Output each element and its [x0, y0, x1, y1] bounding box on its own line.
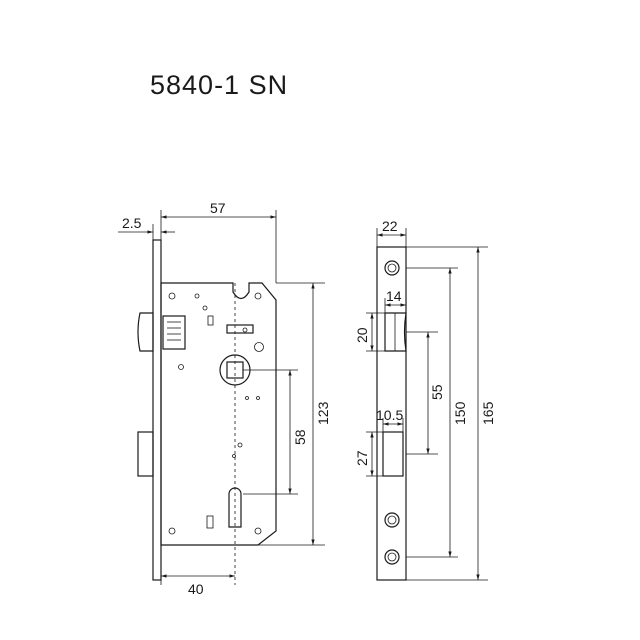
screw-hole-bottom-outer: [384, 549, 400, 565]
cam-plate: [226, 324, 254, 334]
screw-hole-top-outer: [384, 260, 400, 276]
dim-latch-to-bolt: 55: [429, 384, 445, 400]
dim-body-depth: 57: [210, 200, 226, 216]
latch-bolt: [137, 312, 154, 352]
lock-faceplate-view: [376, 246, 407, 581]
slot-upper: [207, 315, 214, 326]
latch-mechanism: [162, 315, 186, 350]
dim-backset: 40: [188, 581, 204, 597]
dim-screw-spacing: 150: [452, 401, 468, 425]
dim-spindle-to-cylinder: 58: [292, 429, 308, 445]
dim-bolt-height: 27: [354, 450, 370, 466]
dim-body-height: 123: [315, 401, 331, 425]
slot-lower: [206, 515, 214, 529]
dim-latch-height: 20: [354, 327, 370, 343]
dim-latch-depth: 14: [386, 288, 402, 304]
screw-hole-mid-outer: [384, 512, 400, 528]
lock-side-view: [137, 239, 277, 585]
right-dimensions: 22 14 20 55 10.5 27 150 1: [354, 218, 496, 581]
faceplate-latch: [384, 312, 407, 352]
faceplate-bolt: [382, 431, 404, 477]
dim-faceplate-width: 22: [382, 218, 398, 234]
left-dimensions: 2.5 57 40 58 123: [118, 200, 331, 597]
dim-faceplate-height: 165: [480, 401, 496, 425]
lock-case: [160, 282, 277, 546]
dim-bolt-depth: 10.5: [376, 407, 403, 423]
model-title: 5840-1 SN: [150, 70, 288, 100]
faceplate: [376, 246, 407, 581]
case-rivets: [168, 292, 264, 535]
dim-front-offset: 2.5: [122, 215, 142, 231]
dead-bolt: [137, 431, 154, 477]
cylinder-cutout: [228, 487, 242, 528]
faceplate-strip: [152, 239, 162, 581]
